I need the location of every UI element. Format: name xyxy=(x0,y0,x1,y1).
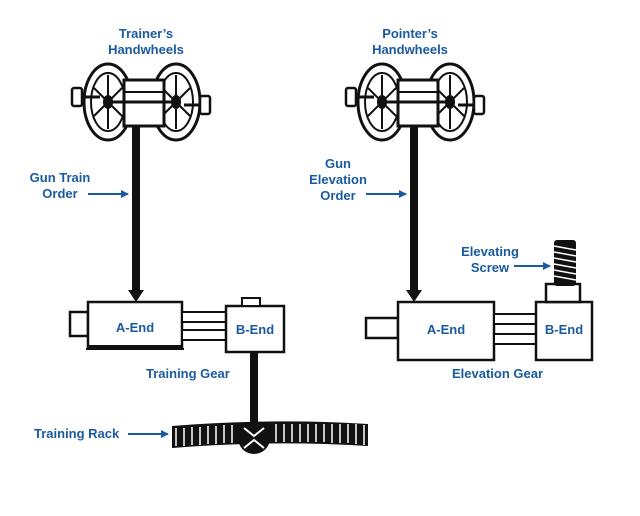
right-a-end-label: A-End xyxy=(426,322,466,337)
elevating-screw-label: Elevating Screw xyxy=(461,244,519,275)
training-gear-shaft xyxy=(250,352,258,428)
trainer-handwheels-label: Trainer’s Handwheels xyxy=(108,26,184,57)
label-arrows xyxy=(88,190,551,438)
training-gear-label: Training Gear xyxy=(146,366,230,381)
pointer-handwheels-drawing xyxy=(344,62,486,142)
left-a-end-label: A-End xyxy=(115,320,155,335)
right-b-end-label: B-End xyxy=(544,322,584,337)
trainer-handwheels-drawing xyxy=(70,62,212,142)
right-drive-units xyxy=(364,282,594,362)
elevation-order-shaft xyxy=(406,126,422,302)
train-order-shaft xyxy=(128,126,144,302)
gun-train-order-label: Gun Train Order xyxy=(29,170,91,201)
elevating-screw-drawing xyxy=(553,240,577,286)
gun-elevation-order-label: Gun Elevation Order xyxy=(309,156,367,203)
elevation-gear-label: Elevation Gear xyxy=(452,366,544,381)
training-rack-label: Training Rack xyxy=(34,426,120,441)
pointer-handwheels-label: Pointer’s Handwheels xyxy=(372,26,448,57)
training-rack-drawing xyxy=(172,421,368,454)
left-b-end-label: B-End xyxy=(235,322,275,337)
